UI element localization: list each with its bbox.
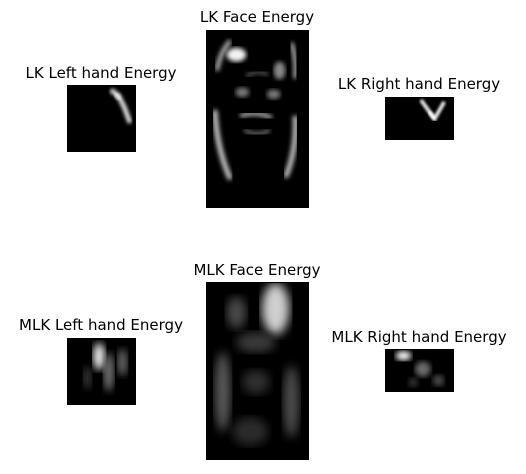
mlk-right-hand-image (385, 349, 454, 392)
lk-face-title: LK Face Energy (199, 8, 315, 26)
lk-face-image (206, 30, 309, 208)
lk-right-hand-title: LK Right hand Energy (337, 75, 501, 93)
lk-right-hand-image (385, 97, 454, 140)
lk-left-hand-image (67, 85, 136, 152)
lk-left-hand-title: LK Left hand Energy (25, 64, 177, 82)
mlk-right-hand-title: MLK Right hand Energy (331, 328, 507, 346)
mlk-left-hand-title: MLK Left hand Energy (19, 316, 183, 334)
mlk-face-title: MLK Face Energy (193, 261, 321, 279)
mlk-face-image (206, 282, 309, 460)
mlk-left-hand-image (67, 338, 136, 405)
